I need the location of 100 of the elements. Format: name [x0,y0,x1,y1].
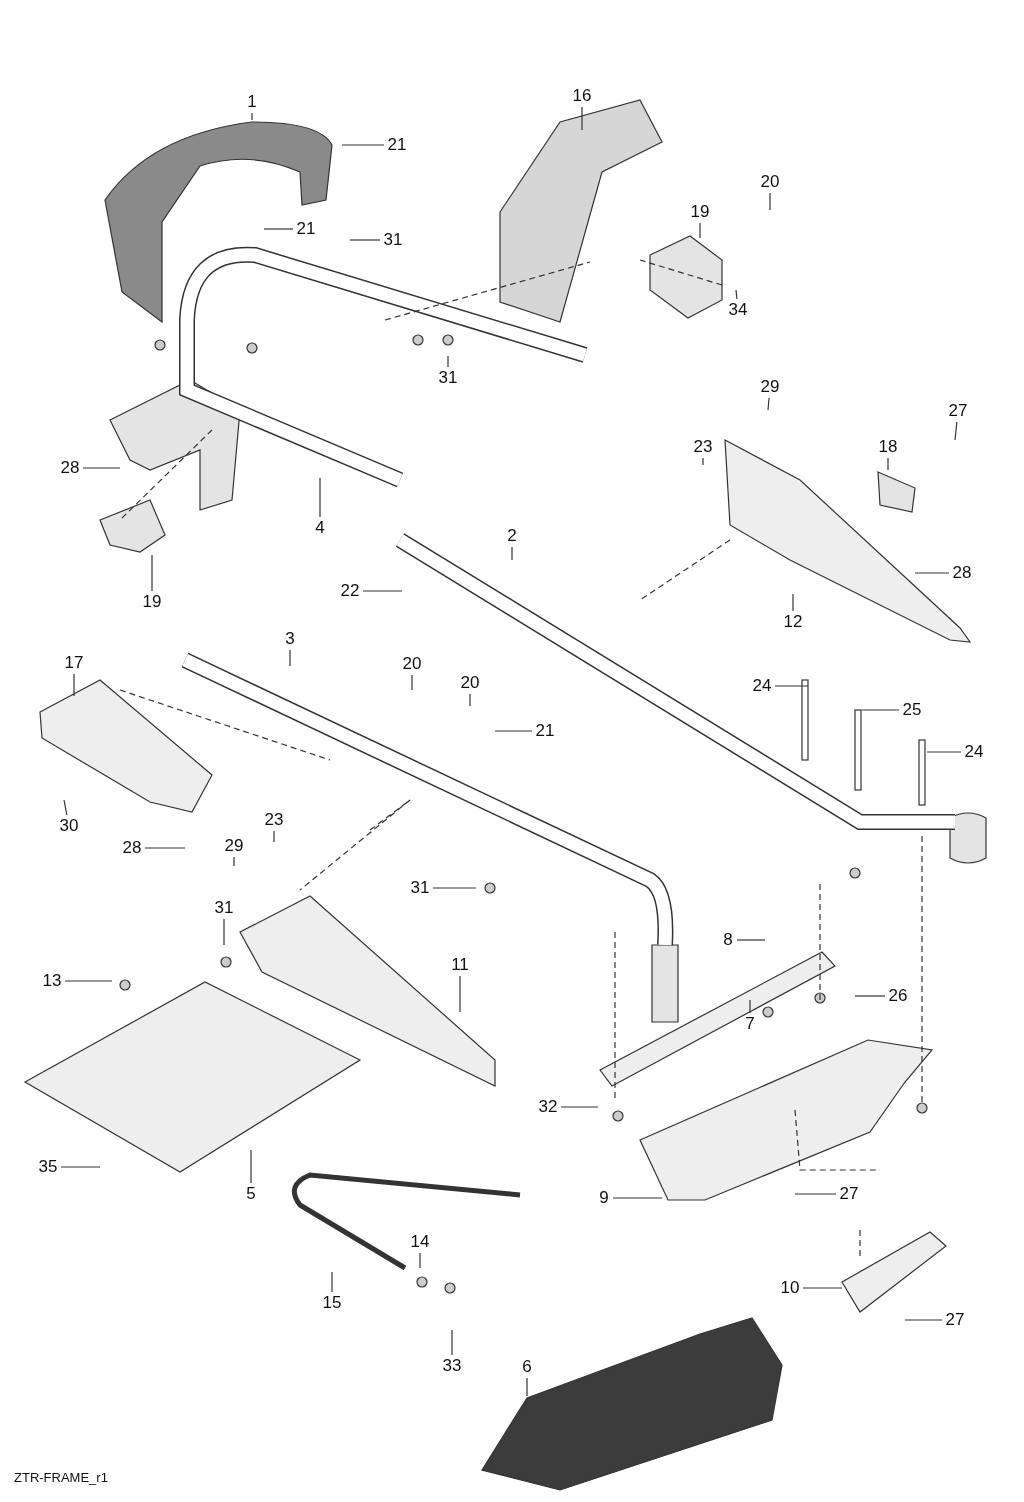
callout-number: 31 [435,368,461,388]
leader-line [144,847,186,849]
leader-line [289,649,291,667]
callout-number: 19 [139,592,165,612]
leader-line [494,730,533,732]
callout-number: 27 [945,401,971,421]
leader-line [223,918,225,946]
callout-number: 11 [447,955,473,975]
leader-line [233,856,235,867]
leader-line [349,239,381,241]
leader-line [581,106,583,131]
callout-number: 21 [384,135,410,155]
callout-number: 24 [749,676,775,696]
callout-number: 5 [238,1184,264,1204]
leader-line [802,1287,843,1289]
leader-line [736,939,766,941]
leader-line [767,397,770,411]
leader-line [151,554,153,592]
callout-number: 35 [35,1157,61,1177]
callout-number: 23 [261,810,287,830]
leader-line [319,477,321,518]
leader-line [451,1329,453,1356]
leader-line [459,975,461,1013]
callout-number: 32 [535,1097,561,1117]
leader-line [73,673,75,697]
callout-number: 21 [532,721,558,741]
callout-number: 25 [899,700,925,720]
callout-number: 28 [949,563,975,583]
drawing-code: ZTR-FRAME_r1 [14,1470,108,1485]
callout-number: 20 [399,654,425,674]
callout-number: 16 [569,86,595,106]
leader-line [749,999,751,1014]
leader-line [926,751,962,753]
leader-line [914,572,950,574]
callout-number: 10 [777,1278,803,1298]
leader-line [511,546,513,561]
callout-number: 30 [56,816,82,836]
leader-line [469,693,471,707]
leader-line [362,590,403,592]
callout-number: 27 [836,1184,862,1204]
callout-number: 28 [119,838,145,858]
callout-number: 31 [211,898,237,918]
leader-line [699,222,701,239]
callout-number: 23 [690,437,716,457]
callout-number: 9 [591,1188,617,1208]
leader-line [792,593,794,612]
leader-line [702,457,704,466]
leader-line [411,674,413,691]
leader-line [432,887,477,889]
callout-number: 29 [757,377,783,397]
leader-line [887,457,889,471]
callout-number: 27 [942,1310,968,1330]
leader-line [251,112,253,121]
callout-number: 6 [514,1357,540,1377]
leader-line [64,980,113,982]
callout-number: 21 [293,219,319,239]
callout-number: 18 [875,437,901,457]
callout-number: 17 [61,653,87,673]
leader-line [63,799,68,816]
leader-line [82,467,121,469]
leader-line [904,1319,943,1321]
callout-number: 1 [239,92,265,112]
leader-line [60,1166,101,1168]
leader-line [560,1106,599,1108]
callout-number: 24 [961,742,987,762]
leader-line [774,685,809,687]
callout-number: 20 [757,172,783,192]
callout-number: 20 [457,673,483,693]
callout-number: 22 [337,581,363,601]
callout-number: 15 [319,1293,345,1313]
callout-number: 26 [885,986,911,1006]
leader-line [331,1271,333,1293]
leader-line [735,289,738,300]
callout-number: 14 [407,1232,433,1252]
leader-line [419,1252,421,1269]
leader-line [954,421,958,441]
callout-number: 4 [307,518,333,538]
leader-line [526,1377,528,1397]
leader-line [273,830,275,843]
leader-line [769,192,771,211]
callout-number: 13 [39,971,65,991]
callout-number: 31 [380,230,406,250]
leader-line [794,1193,837,1195]
leader-line [263,228,294,230]
callout-number: 8 [715,930,741,950]
callout-number: 28 [57,458,83,478]
callout-number: 19 [687,202,713,222]
leader-line [341,144,385,146]
leader-line [250,1149,252,1184]
callout-number: 12 [780,612,806,632]
callout-number: 3 [277,629,303,649]
callout-number: 33 [439,1356,465,1376]
callout-number: 31 [407,878,433,898]
leader-line [612,1197,663,1199]
leader-line [861,709,900,711]
leader-line [854,995,886,997]
callout-number: 34 [725,300,751,320]
callout-number: 29 [221,836,247,856]
leader-line [447,355,449,368]
callout-number: 2 [499,526,525,546]
